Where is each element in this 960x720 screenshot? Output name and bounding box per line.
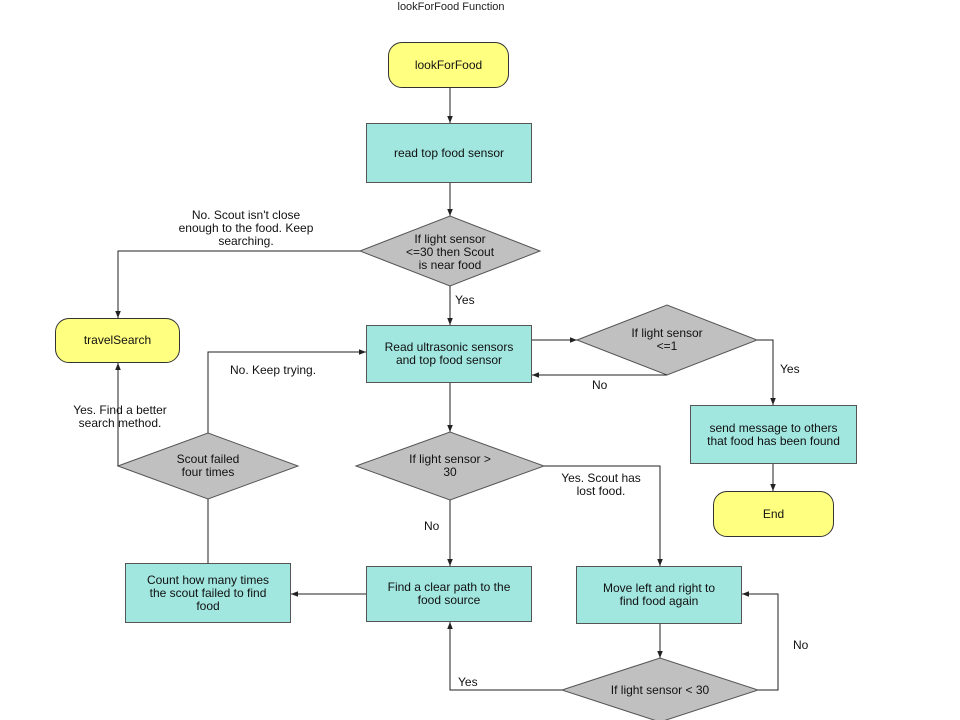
decision-near-food-shape — [358, 215, 542, 287]
edge-label-yes-near: Yes — [455, 293, 475, 307]
edge-label-no-lt30: No — [793, 638, 809, 652]
find-clear-path-box: Find a clear path to the food source — [366, 566, 532, 622]
decision-failed-label: Scout failed four times — [176, 452, 240, 479]
count-failures-box: Count how many times the scout failed to… — [125, 563, 291, 623]
edge-label-yes-lt30: Yes — [458, 675, 478, 689]
diagram-title: lookForFood Function — [397, 1, 505, 13]
decision-gt30-label: If light sensor > 30 — [409, 452, 491, 479]
travel-search-terminal: travelSearch — [55, 318, 180, 363]
edge-label-lost-food: Yes. Scout has lost food. — [561, 471, 641, 498]
edge-label-not-close: No. Scout isn't close enough to the food… — [178, 208, 314, 248]
end-terminal: End — [713, 491, 834, 537]
edge-label-no-le1: No — [592, 378, 608, 392]
decision-near-food-label: If light sensor <=30 then Scout is near … — [405, 231, 495, 272]
edge-label-yes-le1: Yes — [780, 362, 800, 376]
decision-lt30-label: If light sensor < 30 — [610, 682, 710, 697]
send-message-box: send message to others that food has bee… — [690, 405, 857, 464]
move-left-right-box: Move left and right to find food again — [576, 566, 742, 624]
decision-failed-shape — [116, 432, 300, 500]
decision-le1-label: If light sensor <=1 — [631, 326, 703, 353]
edge-label-find-better: Yes. Find a better search method. — [73, 403, 167, 430]
edge-label-no-gt30: No — [424, 519, 440, 533]
read-top-sensor-box: read top food sensor — [366, 123, 532, 183]
edge-label-keep-trying: No. Keep trying. — [230, 363, 317, 377]
connectors — [115, 88, 779, 691]
start-terminal: lookForFood — [388, 42, 509, 88]
read-ultrasonic-box: Read ultrasonic sensors and top food sen… — [366, 325, 532, 383]
